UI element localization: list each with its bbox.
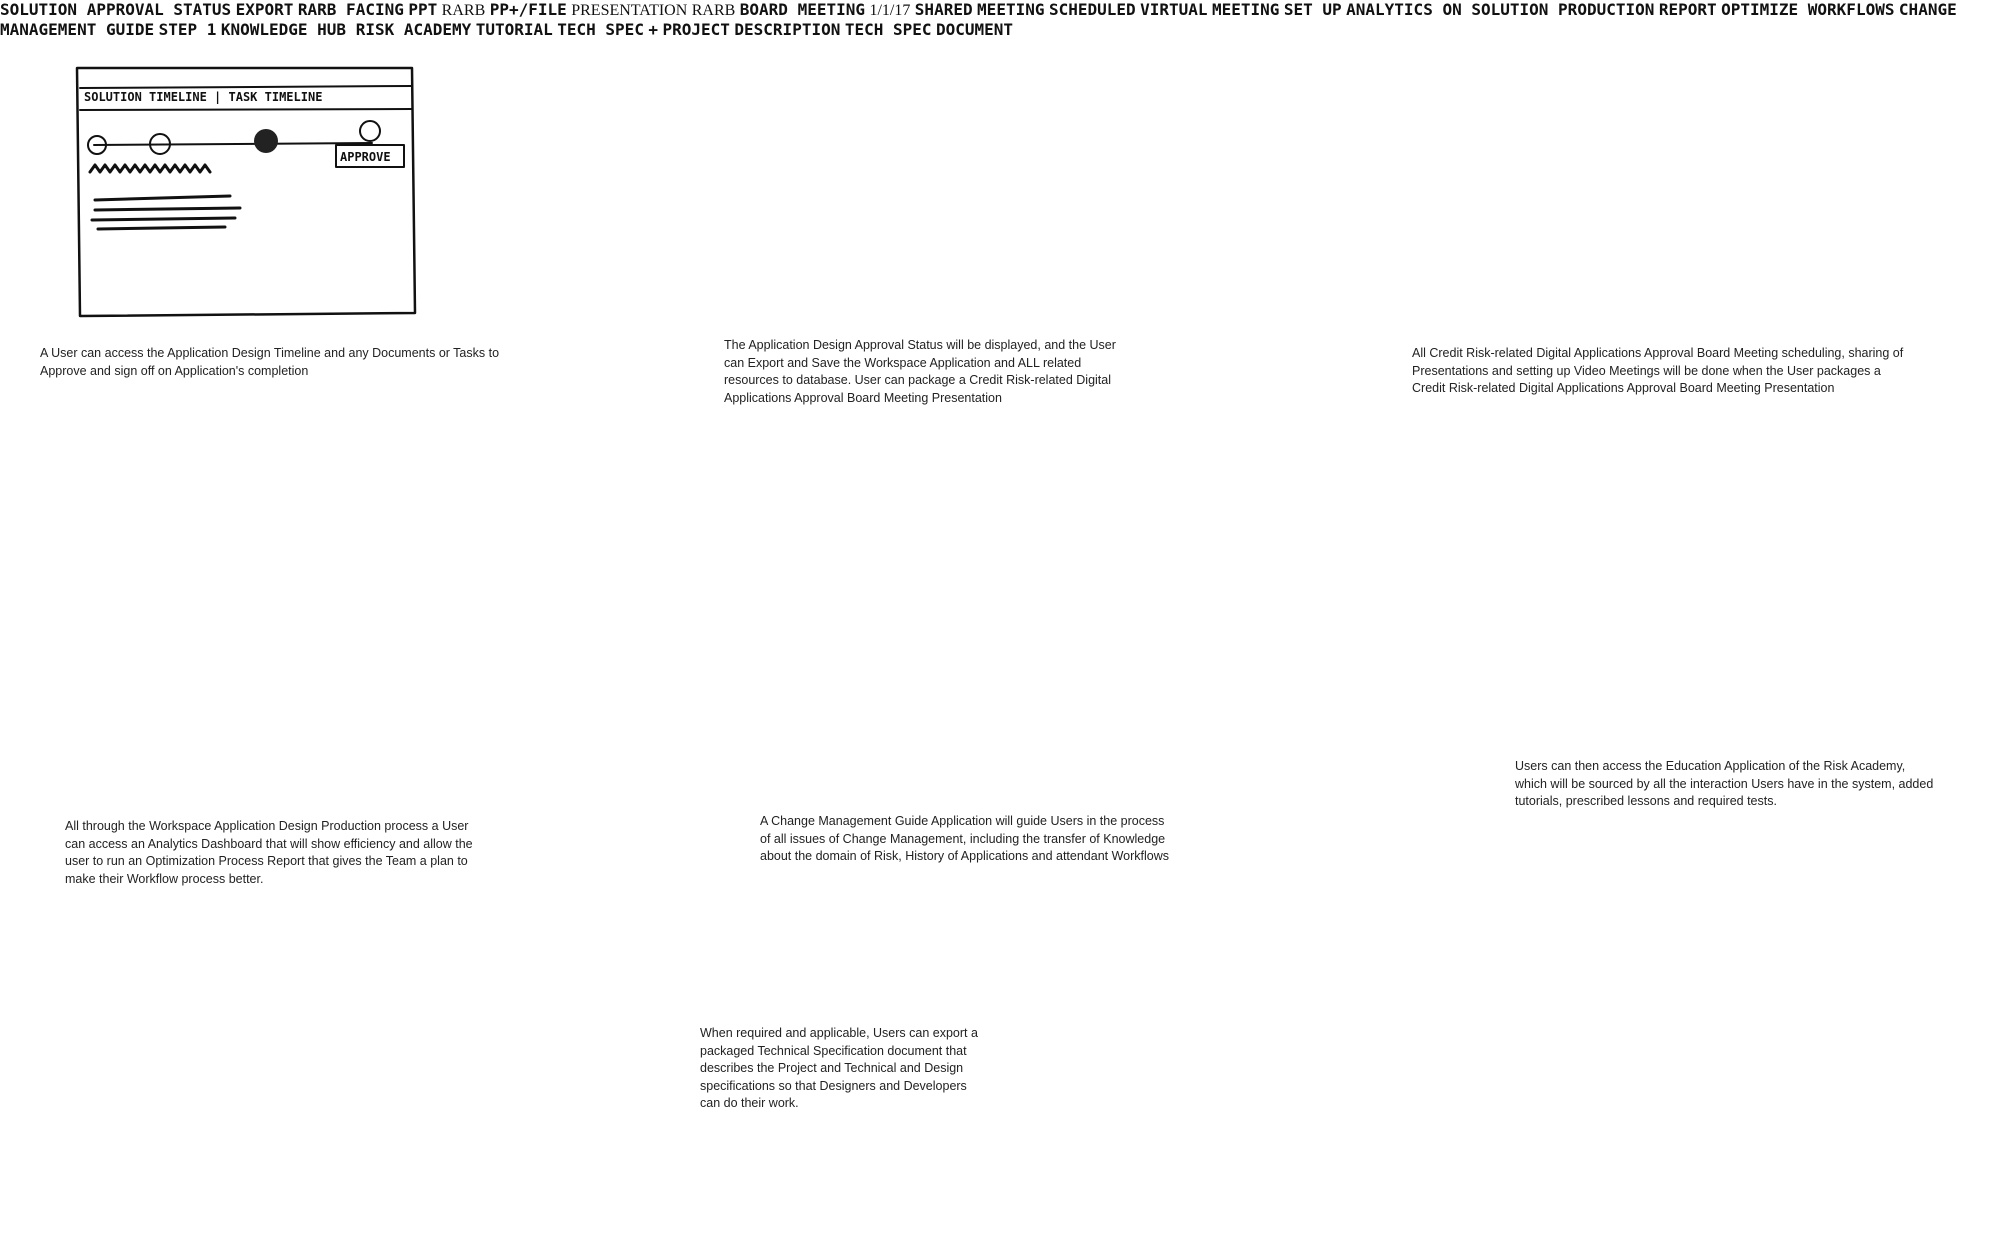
approval-status-title: SOLUTION APPROVAL STATUS xyxy=(0,0,232,19)
change-guide-title: CHANGE MANAGEMENT GUIDE xyxy=(0,0,1957,39)
virtual-label: VIRTUAL xyxy=(1140,0,1208,19)
tech-spec-label: TECH SPEC xyxy=(557,20,644,39)
project-label: PROJECT xyxy=(662,20,730,39)
knowledge-hub-title: KNOWLEDGE HUB RISK ACADEMY xyxy=(220,20,472,39)
report-button[interactable]: REPORT OPTIMIZE WORKFLOWS xyxy=(1658,0,1899,19)
step6-sketch: KNOWLEDGE HUB RISK ACADEMY TUTORIAL xyxy=(220,20,557,39)
timeline-tabs[interactable]: SOLUTION TIMELINE | TASK TIMELINE xyxy=(84,90,322,104)
step1-sketch: SOLUTION TIMELINE | TASK TIMELINE APPROV… xyxy=(75,66,417,318)
step7-sketch: TECH SPEC + PROJECT DESCRIPTION TECH SPE… xyxy=(557,20,1014,39)
plus-label: + xyxy=(648,20,659,39)
step3-caption: All Credit Risk-related Digital Applicat… xyxy=(1412,346,1904,395)
step1-caption: A User can access the Application Design… xyxy=(40,346,500,378)
rarb-big-label: RARB xyxy=(691,2,736,19)
tech-spec-doc-line1: TECH SPEC xyxy=(844,20,932,39)
timeline-track xyxy=(87,120,381,155)
step3-sketch: RARB PP+/FILE PRESENTATION RARB BOARD ME… xyxy=(441,0,1346,19)
rarb-facing-label: RARB FACING xyxy=(297,0,404,19)
rarb-heading: RARB xyxy=(441,2,486,19)
step2-sketch: SOLUTION APPROVAL STATUS EXPORT RARB FAC… xyxy=(0,0,442,19)
shared-label: SHARED xyxy=(914,0,973,19)
export-button[interactable]: EXPORT RARB FACING PPT xyxy=(235,0,442,19)
step6-caption: Users can then access the Education Appl… xyxy=(1515,759,1934,808)
step5-caption: A Change Management Guide Application wi… xyxy=(760,814,1170,863)
date-label: 1/1/17 xyxy=(869,2,911,19)
approve-button[interactable] xyxy=(335,144,405,168)
step7-caption: When required and applicable, Users can … xyxy=(700,1026,978,1110)
meeting-label: MEETING xyxy=(977,0,1045,19)
rarb-facing-button[interactable]: RARB FACING PPT xyxy=(297,0,442,19)
approve-label: APPROVE xyxy=(340,150,391,164)
analytics-title: ANALYTICS ON SOLUTION PRODUCTION xyxy=(1346,0,1655,19)
description-label: DESCRIPTION xyxy=(734,20,841,39)
tech-spec-doc-line2: DOCUMENT xyxy=(935,20,1014,39)
step-label: STEP 1 xyxy=(158,20,217,39)
presentation-frame: PRESENTATION RARB BOARD MEETING 1/1/17 S… xyxy=(571,0,1346,19)
step2-caption: The Application Design Approval Status w… xyxy=(724,338,1116,405)
step4-caption: All through the Workspace Application De… xyxy=(65,819,473,886)
board-meeting-label: BOARD MEETING xyxy=(739,0,865,19)
presentation-label: PRESENTATION xyxy=(571,2,688,19)
meeting2-label: MEETING xyxy=(1211,0,1280,19)
ppt-label: PPT xyxy=(408,0,438,19)
optimize-label: OPTIMIZE WORKFLOWS xyxy=(1721,0,1895,19)
scheduled-label: SCHEDULED xyxy=(1048,0,1136,19)
report-label: REPORT xyxy=(1658,0,1717,19)
set-up-label: SET UP xyxy=(1283,0,1342,19)
tutorial-label: TUTORIAL xyxy=(475,20,553,39)
optimize-workflows-button[interactable]: OPTIMIZE WORKFLOWS xyxy=(1721,0,1899,19)
pp-file-label: PP+/FILE xyxy=(489,0,567,19)
step4-sketch: ANALYTICS ON SOLUTION PRODUCTION REPORT … xyxy=(1346,0,1899,19)
export-label: EXPORT xyxy=(235,0,294,19)
step5-sketch: CHANGE MANAGEMENT GUIDE STEP 1 xyxy=(0,0,1957,39)
